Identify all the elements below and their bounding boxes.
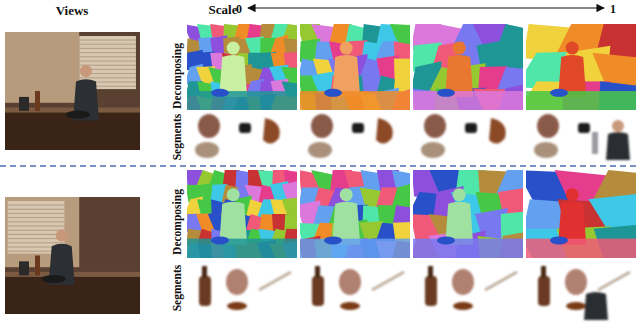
segment-object — [195, 114, 280, 158]
view-photo — [5, 197, 140, 314]
segment-object — [425, 266, 517, 310]
axis-label: 0 — [236, 3, 242, 15]
segmentation-map — [413, 24, 523, 110]
segment-object — [312, 266, 404, 310]
axis-label: 1 — [610, 3, 616, 15]
view-photos — [5, 32, 140, 314]
decomposition-maps — [183, 18, 640, 267]
row-label: Decomposing — [172, 189, 184, 255]
segment-object — [534, 114, 630, 160]
column-heading: Views — [56, 4, 89, 17]
axis-label: Scale — [209, 3, 238, 16]
segmentation-map — [526, 170, 636, 258]
segment-object — [199, 266, 291, 310]
segmentation-map — [526, 24, 636, 110]
segment-object — [421, 114, 506, 158]
segmentation-map — [300, 170, 410, 258]
row-label: Segments — [172, 114, 184, 161]
segment-renders — [195, 114, 630, 320]
panel-divider — [0, 165, 640, 166]
segmentation-map — [300, 24, 410, 110]
row-label: Segments — [172, 265, 184, 312]
segment-object — [538, 266, 630, 320]
view-photo — [5, 32, 140, 150]
segment-object — [308, 114, 393, 158]
segmentation-map — [187, 170, 297, 258]
segmentation-map — [413, 170, 523, 258]
segmentation-map — [187, 24, 297, 110]
row-label: Decomposing — [172, 43, 184, 109]
scale-arrow — [248, 7, 604, 8]
